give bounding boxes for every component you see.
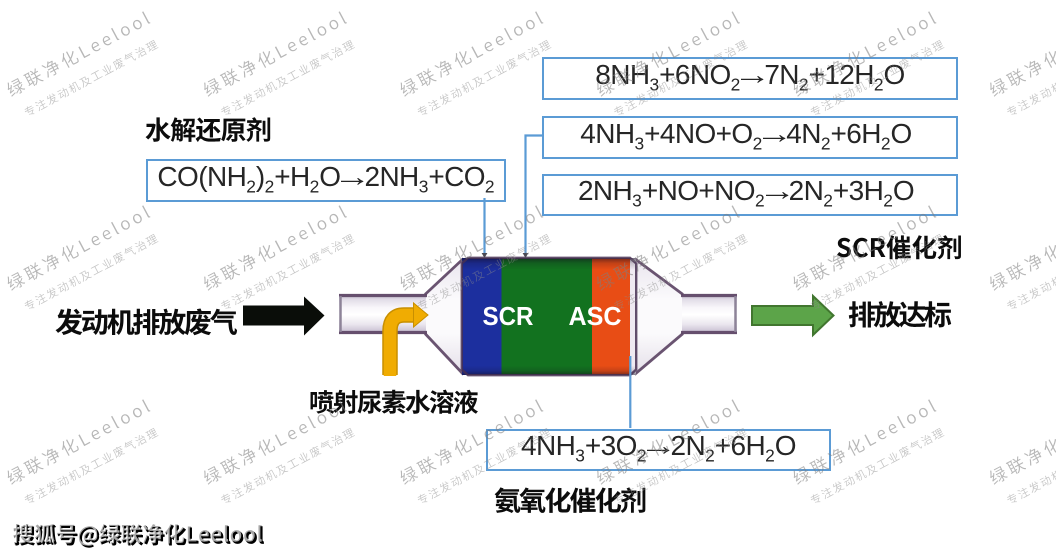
svg-text:ASC: ASC xyxy=(569,301,622,331)
svg-text:SCR: SCR xyxy=(483,301,534,331)
